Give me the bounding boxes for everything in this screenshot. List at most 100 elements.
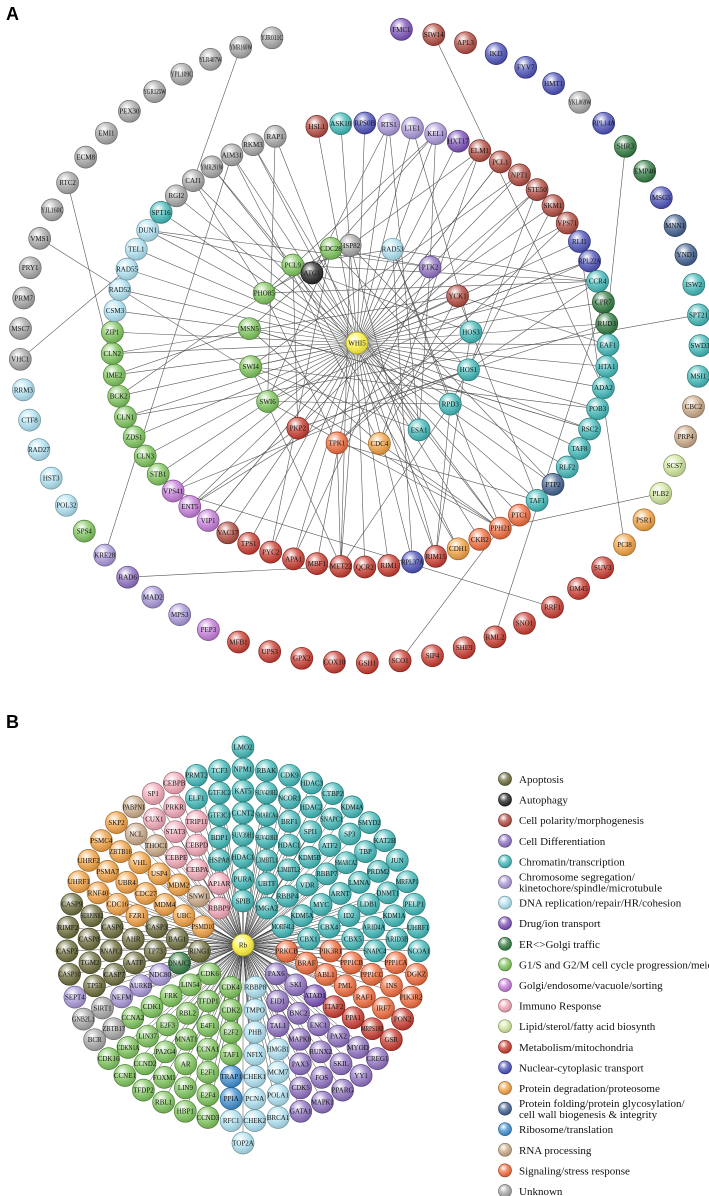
node-circle (525, 489, 549, 512)
node-qcr2: QCR2 (353, 555, 377, 579)
node-hta1: HTA1 (595, 355, 619, 378)
node-circle (124, 822, 148, 846)
node-circle (80, 904, 104, 928)
node-circle (207, 896, 231, 920)
node-circle (196, 1083, 220, 1107)
legend-item-chromosome: Chromosome segregation/kinetochore/spind… (498, 872, 662, 895)
legend-label: Apoptosis (519, 774, 564, 786)
node-cdk9-19: CDK9 (278, 763, 301, 787)
node-gtf3c2-5: GTF3C2 (208, 781, 231, 805)
edge (340, 245, 351, 567)
node-label: PEP3 (201, 626, 217, 634)
node-circle (424, 545, 448, 568)
node-tp53-156: TP53 (83, 974, 106, 998)
node-circle (114, 405, 137, 429)
node-circle (541, 194, 565, 217)
node-label: PRY1 (22, 264, 39, 272)
node-ppp1cc-69: PPP1CC (360, 963, 383, 986)
node-circle (297, 927, 321, 951)
node-circle (172, 904, 196, 927)
edge (379, 295, 458, 444)
edge (125, 342, 358, 418)
node-brf1-22: BRF1 (278, 810, 301, 833)
node-label: RAD55 (116, 266, 138, 274)
node-ring1-160: RING1 (188, 939, 211, 963)
node-lin54-143: LIN54 (178, 973, 202, 997)
node-circle (468, 528, 492, 551)
node-circle (258, 640, 282, 663)
node-arnt-46: ARNT (328, 882, 352, 905)
node-circle (56, 171, 79, 195)
node-circle (586, 397, 609, 421)
legend-swatch (498, 1184, 512, 1196)
node-label: HOS3 (462, 328, 480, 336)
node-snapc4-63: SNAPC4 (363, 939, 387, 963)
node-label: RTS1 (381, 121, 397, 129)
edge (176, 195, 358, 344)
node-circle (382, 904, 406, 928)
node-circle (649, 186, 673, 210)
node-vip1: VIP1 (196, 509, 220, 532)
node-label: UBC (177, 912, 192, 920)
node-label: RFC1 (223, 1117, 240, 1125)
node-usp4-187: USP4 (147, 862, 171, 886)
node-e2f1-122: E2F1 (196, 1060, 220, 1084)
node-circle (18, 408, 41, 432)
node-label: USP4 (151, 870, 168, 878)
edge (316, 126, 358, 344)
node-prkr-200: PRKR (163, 795, 187, 819)
node-circle (289, 1099, 313, 1123)
node-circle (100, 915, 124, 939)
node-circle (77, 849, 101, 872)
node-circle (541, 595, 564, 619)
node-circle (264, 962, 288, 986)
node-chek1-110: CHEK1 (243, 1065, 267, 1088)
node-label: ECM8 (76, 154, 95, 162)
edge (356, 122, 366, 344)
legend-label: RNA processing (519, 1145, 592, 1157)
node-circle (237, 532, 261, 555)
node-circle (314, 963, 338, 986)
node-circle (319, 237, 343, 260)
node-label: SPI1 (304, 828, 318, 836)
node-circle (89, 829, 113, 852)
node-label: VIP1 (201, 517, 216, 525)
node-circle (682, 273, 706, 296)
node-l3mbtl1-20: L3MBTL1 (255, 848, 278, 872)
node-mad2: MAD2 (141, 585, 165, 609)
node-label: NDC80 (149, 971, 171, 979)
node-gsh1: GSH1 (355, 651, 379, 675)
node-label: NEFM (112, 993, 132, 1001)
edge (468, 189, 538, 370)
node-label: SNW1 (189, 893, 209, 901)
node-label: Rb (239, 941, 248, 949)
node-label: PELP1 (404, 901, 424, 909)
node-label: HSL1 (309, 123, 326, 131)
node-snapc1-31: SNAPC1 (320, 807, 343, 831)
node-cbx5-60: CBX5 (341, 927, 365, 951)
node-label: RAD52 (109, 286, 131, 294)
node-label: CASP10 (58, 971, 81, 979)
node-yjr011c: YJR011C (260, 26, 284, 50)
node-label: YND1 (677, 251, 696, 259)
node-circle (144, 834, 168, 857)
node-circle (113, 1064, 137, 1087)
node-circle (196, 1014, 220, 1038)
node-circle (320, 807, 343, 831)
node-label: UBR4 (118, 879, 136, 887)
node-cdk5-100: CDK5 (289, 1076, 312, 1100)
node-label: SWI4 (243, 363, 260, 371)
node-emp46: EMP46 (633, 159, 657, 183)
node-pol32: POL32 (55, 493, 78, 517)
node-circle (287, 1001, 310, 1025)
node-circle (353, 111, 377, 135)
legend-label: ER<>Golgi traffic (519, 939, 600, 951)
node-label: YPL109C (170, 71, 193, 79)
edge (356, 342, 568, 468)
node-suv3: SUV3 (591, 556, 615, 580)
node-ups3: UPS3 (258, 640, 282, 663)
node-cpr7: CPR7 (592, 290, 615, 314)
node-label: CLN2 (103, 350, 121, 358)
legend-label: Nuclear-cytoplasic transport (519, 1062, 644, 1074)
node-cln2: CLN2 (100, 342, 124, 365)
